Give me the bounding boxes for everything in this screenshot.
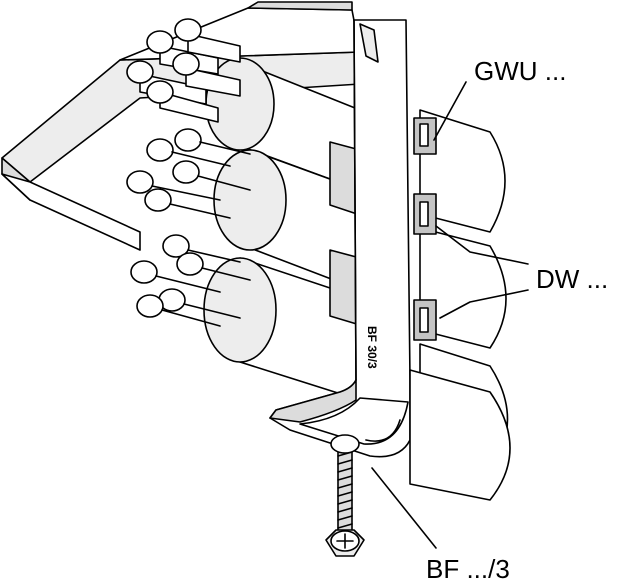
cables-bottom (130, 234, 251, 327)
cable-sleeve-bottom (203, 249, 361, 401)
cables-top (126, 18, 241, 123)
leader-lines (371, 81, 529, 549)
clamp-stamp: BF 30/3 (365, 326, 379, 369)
front-tube (409, 369, 511, 501)
label-dw: DW ... (536, 264, 609, 294)
cables-middle (126, 128, 251, 219)
clamp-screw (325, 434, 365, 557)
dw-inserts (413, 117, 437, 341)
cable-sleeve-middle (213, 141, 361, 291)
label-bf: BF .../3 (426, 554, 510, 584)
label-gwu: GWU ... (474, 56, 567, 86)
clamp-band (269, 19, 411, 458)
